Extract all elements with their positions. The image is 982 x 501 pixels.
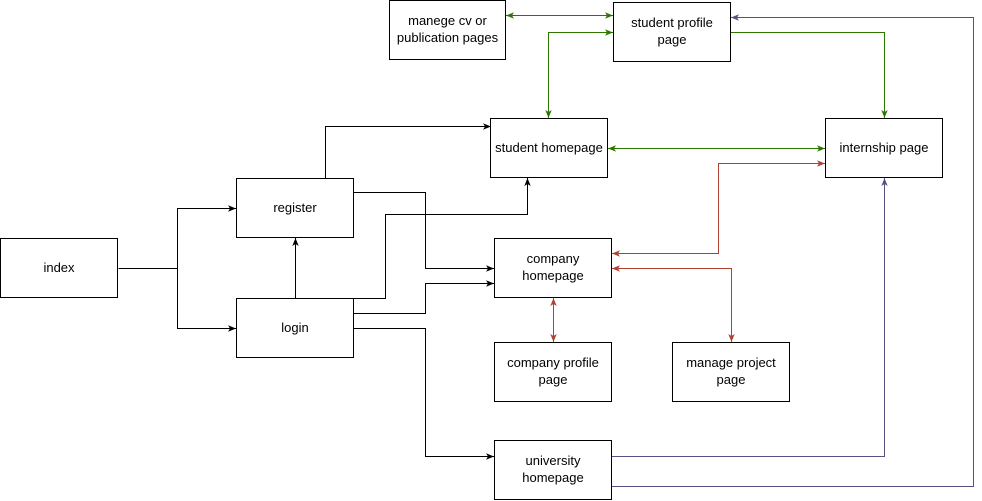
edge-university-to-student-profile — [612, 14, 974, 487]
node-label-company-profile: company profile page — [507, 355, 599, 387]
edge-index-to-login — [177, 268, 236, 332]
node-company-profile: company profile page — [494, 342, 612, 402]
edge-register-to-company-homepage — [354, 192, 494, 272]
edge-university-to-internship — [612, 178, 888, 457]
edge-student-profile-student-homepage — [545, 29, 613, 118]
node-university-homepage: university homepage — [494, 440, 612, 500]
node-manage-cv-publication: manege cv or publication pages — [389, 0, 506, 60]
node-label-company-homepage: company homepage — [522, 251, 584, 283]
node-student-homepage: student homepage — [490, 118, 608, 178]
node-label-register: register — [273, 199, 317, 215]
node-label-manage-project: manage project page — [686, 355, 776, 387]
node-register: register — [236, 178, 354, 238]
edge-company-homepage-manage-project — [612, 265, 735, 342]
node-label-student-homepage: student homepage — [495, 139, 603, 155]
node-label-login: login — [281, 319, 309, 335]
node-manage-project: manage project page — [672, 342, 790, 402]
node-company-homepage: company homepage — [494, 238, 612, 298]
edge-register-to-student-homepage — [325, 123, 491, 178]
node-label-manage-cv-publication: manege cv or publication pages — [396, 13, 499, 45]
node-internship: internship page — [825, 118, 943, 178]
node-label-internship: internship page — [839, 139, 929, 155]
edge-login-to-university-homepage — [354, 328, 494, 460]
edge-company-homepage-internship — [612, 160, 825, 257]
node-label-index: index — [43, 259, 75, 275]
edge-index-to-register — [118, 205, 236, 269]
node-label-university-homepage: university homepage — [522, 453, 584, 485]
node-student-profile: student profile page — [613, 2, 731, 62]
node-label-student-profile: student profile page — [631, 15, 713, 47]
node-login: login — [236, 298, 354, 358]
edge-login-to-company-homepage — [354, 280, 494, 314]
edge-student-profile-to-internship — [731, 32, 888, 118]
node-index: index — [0, 238, 118, 298]
